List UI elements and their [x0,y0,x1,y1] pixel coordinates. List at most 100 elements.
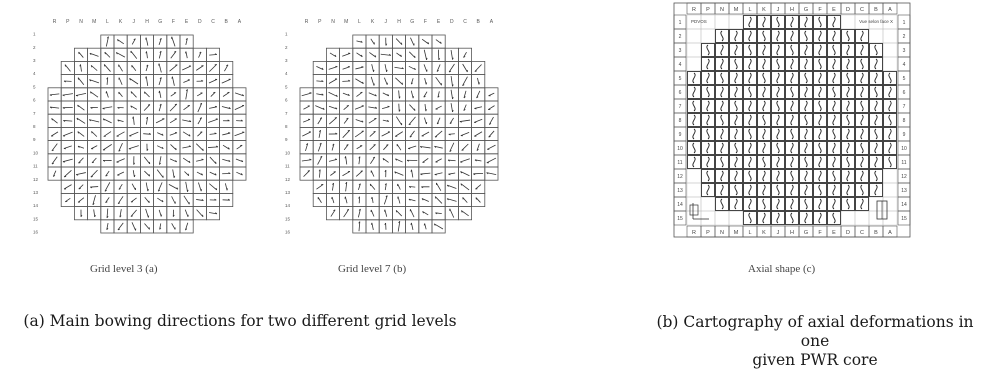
bowing-arrow [357,146,363,149]
arrow-head [79,188,81,189]
bowing-arrow [436,77,442,85]
axial-shape-curve [707,101,709,111]
axial-shape-curve [819,157,821,167]
bowing-arrow [355,79,363,84]
axial-shape-curve [763,115,765,125]
row-number: 5 [903,76,906,82]
bowing-arrow [197,132,202,136]
bowing-arrow [132,184,135,190]
bowing-arrow [116,52,125,57]
axial-shape-curve [777,87,779,97]
axial-shape-curve [721,45,723,55]
axial-shape-curve [707,59,709,69]
bowing-arrow [119,92,123,97]
bowing-arrow [90,92,98,98]
bowing-arrow [329,92,338,96]
bowing-arrow [209,54,217,55]
bowing-arrow [410,131,415,137]
bowing-arrow [356,92,362,96]
row-number: 8 [903,118,906,124]
axial-shape-curve [721,157,723,167]
axial-shape-curve [707,185,709,195]
bowing-arrow [79,185,83,189]
axial-shape-curve [861,199,863,209]
column-letter: A [888,230,892,236]
bowing-arrow [91,170,98,177]
bowing-arrow [461,211,468,216]
grid-cell [841,15,855,29]
arrow-head [479,82,480,84]
bowing-arrow [450,118,454,124]
arrow-head [91,176,93,177]
bowing-arrow [409,117,416,125]
axial-shape-curve [791,115,793,125]
grid-cell [883,197,897,211]
column-letter: A [888,7,892,13]
bowing-arrow [344,105,349,109]
bowing-arrow [77,118,85,123]
column-letter: G [804,7,808,13]
bowing-arrow [186,51,187,58]
bowing-arrow [64,170,71,177]
axial-shape-curve [847,129,849,139]
column-letter: H [145,19,149,25]
bowing-arrow [384,78,387,85]
bowing-arrow [94,209,95,217]
axial-shape-curve [847,185,849,195]
axial-shape-curve [805,213,807,223]
arrow-head [462,150,464,151]
row-number: 11 [901,160,906,166]
bowing-arrow [370,131,376,136]
axial-shape-curve [875,171,877,181]
grid-cell [715,211,729,225]
bowing-arrow [383,145,388,150]
axial-shape-curve [707,157,709,167]
bowing-arrow [208,119,218,122]
bowing-arrow [318,197,321,203]
arrow-head [144,92,145,94]
bowing-arrow [303,106,309,109]
bowing-arrow [76,173,86,175]
bowing-arrow [436,106,442,109]
axial-shape-curve [749,213,751,223]
bowing-arrow [171,144,177,149]
bowing-arrow [411,91,413,98]
bowing-arrow [410,38,414,46]
axial-shape-curve [889,101,891,111]
arrow-head [371,223,372,225]
bowing-arrow [104,132,111,137]
axial-shape-curve [693,87,695,97]
bowing-arrow [50,94,59,95]
row-number: 16 [33,230,39,235]
axial-shape-curve [847,31,849,41]
bowing-arrow [104,64,110,71]
axial-shape-curve [763,129,765,139]
bowing-arrow [355,106,364,109]
axial-shape-curve [875,115,877,125]
bowing-arrow [144,223,149,229]
bowing-arrow [147,51,148,58]
column-letter: P [66,19,70,25]
column-letter: C [860,230,864,236]
row-number: 10 [33,150,39,155]
bowing-arrow [436,40,441,44]
bowing-arrow [119,143,123,151]
axial-shape-curve [861,45,863,55]
bowing-arrow [436,183,440,191]
axial-shape-curve [721,73,723,83]
bowing-arrow [146,38,148,46]
bowing-arrow [196,160,203,162]
axial-shape-curve [861,185,863,195]
axial-shape-curve [861,129,863,139]
bowing-arrow [475,64,482,71]
grid-cell [841,211,855,225]
bowing-arrow [383,158,389,162]
arrow-head [105,52,106,54]
column-letter: L [748,230,751,236]
bowing-arrow [342,171,349,175]
bowing-arrow [371,210,374,217]
bowing-arrow [370,145,376,150]
axial-shape-curve [721,31,723,41]
